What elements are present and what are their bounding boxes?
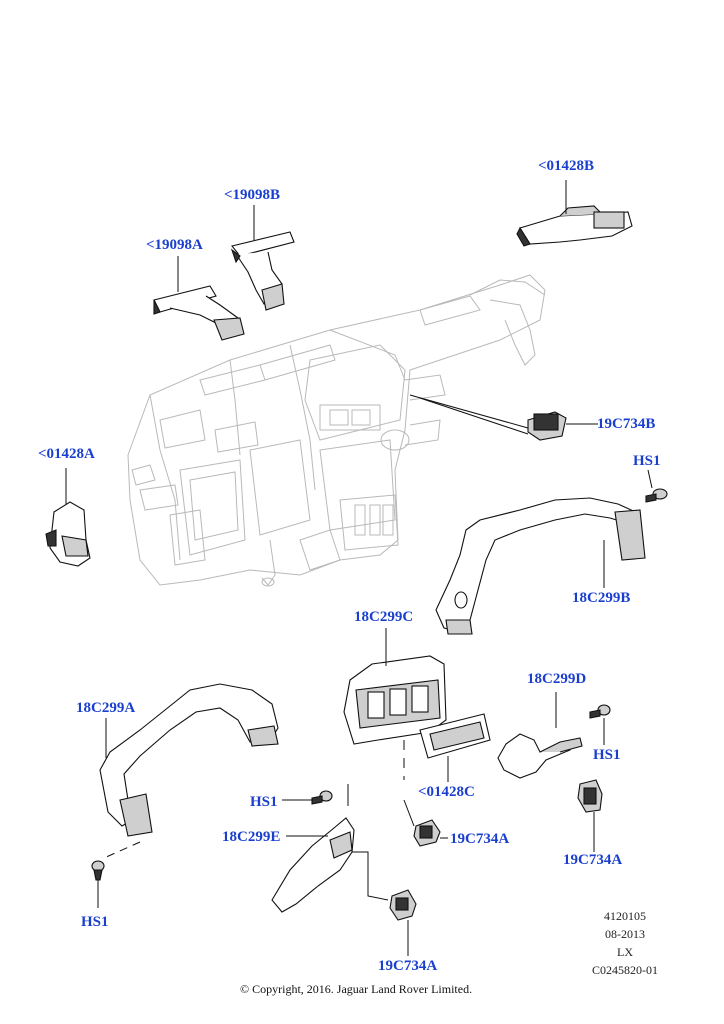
label-19C734B[interactable]: 19C734B bbox=[597, 416, 656, 432]
label-hs1-bottom[interactable]: HS1 bbox=[81, 914, 109, 930]
meta-line-4: C0245820-01 bbox=[592, 963, 658, 977]
label-hs1-top[interactable]: HS1 bbox=[633, 453, 661, 469]
label-18C299A[interactable]: 18C299A bbox=[76, 700, 136, 716]
part-18C299E-drawing bbox=[271, 817, 355, 913]
label-19C734A-mid[interactable]: 19C734A bbox=[450, 831, 510, 847]
part-01428A-drawing bbox=[45, 501, 91, 567]
label-18C299D[interactable]: 18C299D bbox=[527, 671, 587, 687]
leader-19C734B-b bbox=[419, 397, 529, 435]
part-19C734A-bottom-drawing bbox=[389, 889, 417, 921]
label-19098A[interactable]: <19098A bbox=[146, 237, 203, 253]
part-18C299A-drawing bbox=[99, 683, 279, 837]
dashboard-assembly-ghost bbox=[127, 274, 546, 587]
meta-line-3: LX bbox=[617, 945, 633, 959]
label-hs1-right[interactable]: HS1 bbox=[593, 747, 621, 763]
part-19C734B-drawing bbox=[527, 411, 567, 441]
meta-line-2: 08-2013 bbox=[605, 927, 645, 941]
screw-hs1-top-drawing bbox=[645, 488, 668, 503]
label-18C299E[interactable]: 18C299E bbox=[222, 829, 281, 845]
label-01428B[interactable]: <01428B bbox=[538, 158, 595, 174]
leader-18C299A-screw bbox=[103, 841, 141, 859]
screw-hs1-right-drawing bbox=[589, 704, 611, 719]
part-19C734A-mid-drawing bbox=[413, 819, 441, 847]
leader-19C734A-mid-b bbox=[403, 799, 415, 827]
label-18C299C[interactable]: 18C299C bbox=[354, 609, 414, 625]
part-19C734A-right-drawing bbox=[577, 779, 603, 813]
meta-line-1: 4120105 bbox=[604, 909, 646, 923]
label-19098B[interactable]: <19098B bbox=[224, 187, 281, 203]
leader-hs1-top bbox=[647, 469, 653, 489]
part-19098A-drawing bbox=[153, 285, 245, 341]
label-01428C[interactable]: <01428C bbox=[418, 784, 475, 800]
leader-18C299E-clip bbox=[352, 851, 389, 901]
screw-hs1-bottom-drawing bbox=[91, 860, 105, 881]
label-hs1-mid[interactable]: HS1 bbox=[250, 794, 278, 810]
part-01428C-drawing bbox=[419, 713, 491, 759]
part-19098B-drawing bbox=[230, 231, 295, 311]
label-19C734A-bottom[interactable]: 19C734A bbox=[378, 958, 438, 974]
label-18C299B[interactable]: 18C299B bbox=[572, 590, 631, 606]
part-01428B-drawing bbox=[516, 205, 633, 247]
label-01428A[interactable]: <01428A bbox=[38, 446, 95, 462]
copyright-notice: © Copyright, 2016. Jaguar Land Rover Lim… bbox=[240, 982, 473, 996]
screw-hs1-mid-drawing bbox=[311, 790, 333, 805]
label-19C734A-right[interactable]: 19C734A bbox=[563, 852, 623, 868]
part-18C299D-drawing bbox=[497, 733, 583, 779]
part-18C299B-drawing bbox=[435, 497, 646, 635]
leader-19C734B-a bbox=[409, 394, 529, 429]
